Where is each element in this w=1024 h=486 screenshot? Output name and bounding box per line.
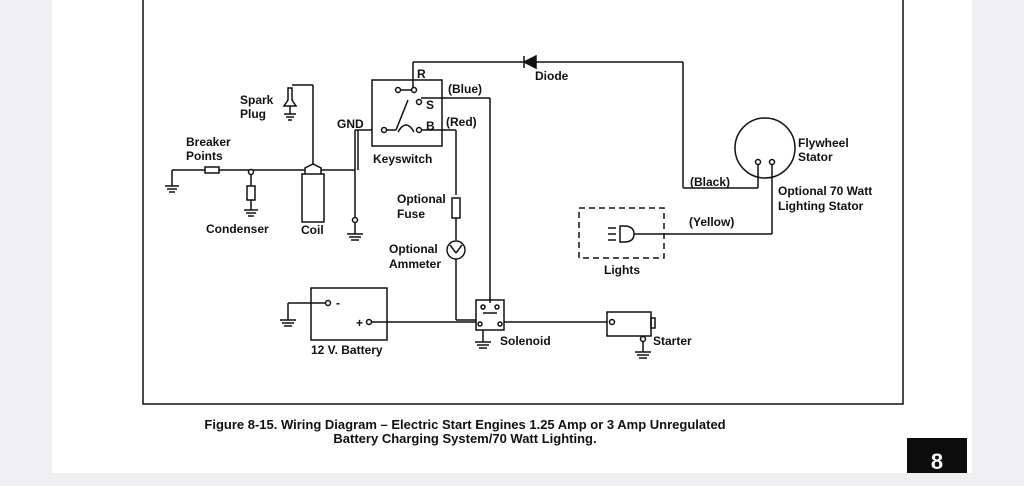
optional-stator-label-2: Lighting Stator: [778, 199, 864, 213]
blue-wire-label: (Blue): [448, 82, 482, 96]
ammeter-label-2: Ammeter: [389, 257, 441, 271]
terminal-s-label: S: [426, 98, 434, 112]
figure-caption: Figure 8-15. Wiring Diagram – Electric S…: [100, 418, 830, 446]
gnd-label: GND: [337, 117, 364, 131]
battery-label: 12 V. Battery: [311, 343, 383, 357]
spark-plug-label: Spark: [240, 93, 274, 107]
fuse-label: Optional: [397, 192, 446, 206]
battery-terminals: [280, 299, 476, 327]
diode-label: Diode: [535, 69, 569, 83]
gnd-wire: [347, 129, 372, 241]
battery-box: [310, 287, 388, 341]
breaker-points-symbol: [165, 166, 305, 193]
optional-stator-label: Optional 70 Watt: [778, 184, 872, 198]
keyswitch-label: Keyswitch: [373, 152, 432, 166]
lights-label: Lights: [604, 263, 640, 277]
ammeter-label: Optional: [389, 242, 438, 256]
solenoid-label: Solenoid: [500, 334, 551, 348]
flywheel-stator-symbol: [664, 117, 796, 235]
starter-symbol: [606, 311, 656, 359]
coil-label: Coil: [301, 223, 324, 237]
fuse-label-2: Fuse: [397, 207, 425, 221]
page-number-tab: 8: [907, 438, 967, 474]
black-wire-label: (Black): [690, 175, 730, 189]
diagram-frame: [142, 0, 904, 405]
breaker-points-label-2: Points: [186, 149, 223, 163]
solenoid-box: [475, 299, 505, 331]
flywheel-label: Flywheel: [798, 136, 849, 150]
breaker-points-label: Breaker: [186, 135, 231, 149]
condenser-label: Condenser: [206, 222, 269, 236]
stator-label: Stator: [798, 150, 833, 164]
solenoid-contacts: [475, 304, 503, 349]
red-wire-label: (Red): [446, 115, 477, 129]
lights-box: [578, 207, 665, 259]
manual-page: Spark Plug Breaker Points Condenser Coil…: [52, 0, 972, 473]
caption-line-2: Battery Charging System/70 Watt Lighting…: [333, 431, 597, 446]
terminal-b-label: B: [426, 119, 435, 133]
coil-symbol: [292, 84, 355, 223]
spark-plug-symbol: [282, 87, 298, 121]
fuse-symbol: [451, 197, 461, 219]
ammeter-symbol: [446, 240, 466, 260]
keyswitch-contacts: [380, 86, 423, 134]
yellow-wire-label: (Yellow): [689, 215, 734, 229]
keyswitch-box: [371, 79, 443, 147]
battery-minus-label: -: [336, 296, 340, 310]
battery-plus-label: +: [356, 316, 363, 330]
light-bulb-symbol: [608, 225, 664, 243]
spark-plug-label-2: Plug: [240, 107, 266, 121]
terminal-r-label: R: [417, 67, 426, 81]
caption-line-1: Figure 8-15. Wiring Diagram – Electric S…: [204, 417, 726, 432]
condenser-symbol: [244, 168, 258, 217]
starter-label: Starter: [653, 334, 692, 348]
wiring-diagram: Spark Plug Breaker Points Condenser Coil…: [142, 0, 904, 405]
